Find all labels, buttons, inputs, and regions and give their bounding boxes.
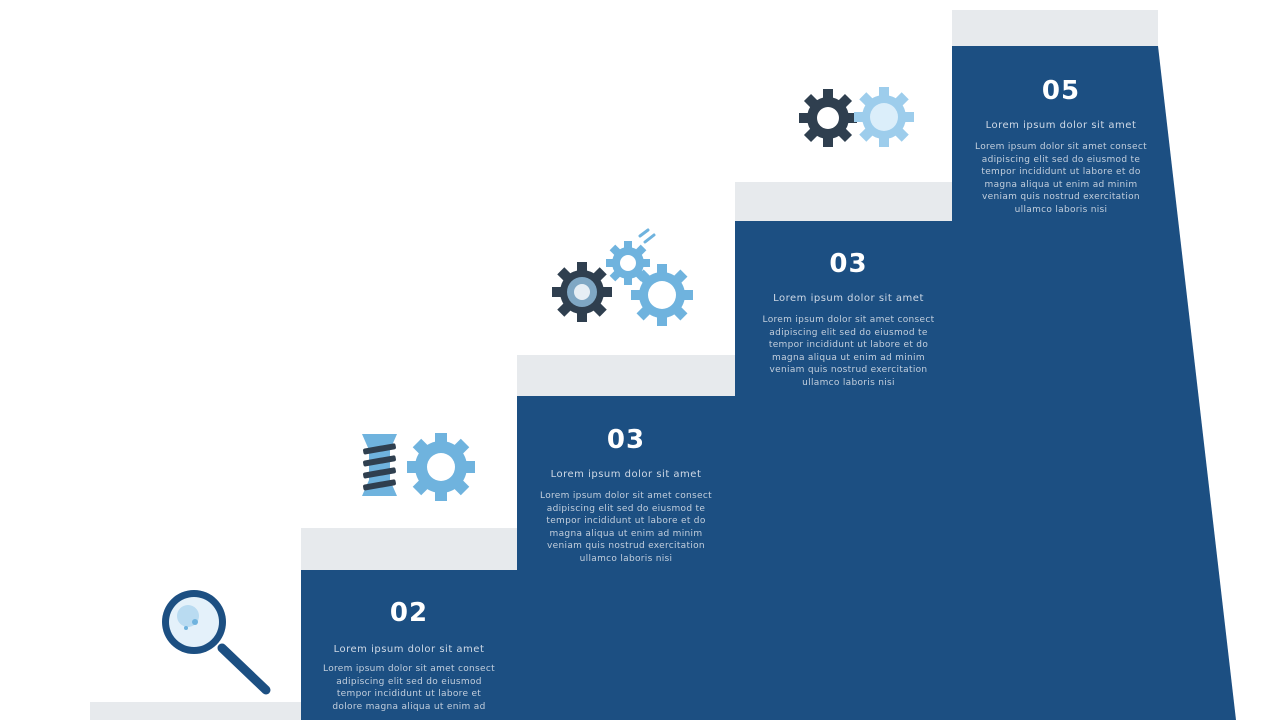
step-title: Lorem ipsum dolor sit amet <box>773 293 924 304</box>
step-body-line: ullamco laboris nisi <box>802 377 895 388</box>
step-body-line: magna aliqua ut enim ad minim <box>984 179 1138 190</box>
step-body-line: tempor incididunt ut labore et do <box>981 167 1141 177</box>
step-body-line: dolore magna aliqua ut enim ad <box>332 701 486 712</box>
step-body-line: adipiscing elit sed do eiusmod te <box>981 154 1141 165</box>
step-body-line: ullamco laboris nisi <box>1014 204 1108 215</box>
step-body-line: tempor incididunt ut labore et do <box>768 340 929 350</box>
step-block-5 <box>952 46 1236 720</box>
step-body-line: Lorem ipsum dolor sit amet consect <box>762 315 935 325</box>
step-block-2 <box>301 570 517 720</box>
magnifier-icon <box>162 590 271 695</box>
step-top-3 <box>517 355 735 396</box>
step-body: Lorem ipsum dolor sit amet consect adipi… <box>740 314 957 389</box>
step-title: Lorem ipsum dolor sit amet <box>550 469 702 480</box>
step-body-line: veniam quis nostrud exercitation <box>982 192 1140 202</box>
step-body-line: Lorem ipsum dolor sit amet consect <box>323 664 495 674</box>
step-body-line: ullamco laboris nisi <box>579 553 673 564</box>
step-3-text: 03 Lorem ipsum dolor sit amet Lorem ipsu… <box>517 425 735 565</box>
step-body-line: veniam quis nostrud exercitation <box>547 541 705 551</box>
screw-icon <box>362 434 397 496</box>
screw-gear-icon <box>362 433 475 501</box>
step-body-line: veniam quis nostrud exercitation <box>769 365 928 375</box>
step-top-2 <box>301 528 517 570</box>
step-body-line: tempor incididunt ut labore et <box>336 689 482 699</box>
step-body: Lorem ipsum dolor sit amet consect adipi… <box>301 663 517 713</box>
step-body-line: adipiscing elit sed do eiusmod te <box>769 327 928 338</box>
step-title: Lorem ipsum dolor sit amet <box>333 644 485 655</box>
step-top-4 <box>735 182 952 221</box>
step-top-5 <box>952 10 1158 46</box>
step-5-text: 05 Lorem ipsum dolor sit amet Lorem ipsu… <box>952 76 1170 216</box>
step-body-line: adipiscing elit sed do eiusmod te <box>546 503 706 514</box>
step-number: 03 <box>606 425 646 455</box>
step-number: 05 <box>1041 76 1081 106</box>
step-body-line: Lorem ipsum dolor sit amet consect <box>540 491 712 501</box>
step-body-line: magna aliqua ut enim ad minim <box>772 352 925 363</box>
step-block-3 <box>517 396 735 720</box>
step-body-line: tempor incididunt ut labore et do <box>546 516 706 526</box>
step-title: Lorem ipsum dolor sit amet <box>985 120 1137 131</box>
step-body-line: magna aliqua ut enim ad minim <box>549 528 703 539</box>
step-number: 02 <box>389 598 429 628</box>
step-body-line: adipiscing elit sed do eiusmod <box>336 676 482 687</box>
step-body: Lorem ipsum dolor sit amet consect adipi… <box>517 490 735 565</box>
gears-cluster-icon <box>552 228 693 326</box>
step-block-4 <box>735 221 952 720</box>
step-body: Lorem ipsum dolor sit amet consect adipi… <box>952 141 1170 216</box>
step-4-text: 03 Lorem ipsum dolor sit amet Lorem ipsu… <box>740 249 957 389</box>
step-top-1 <box>90 702 301 720</box>
step-body-line: Lorem ipsum dolor sit amet consect <box>975 142 1147 152</box>
gear-light-icon <box>407 433 475 501</box>
step-2-text: 02 Lorem ipsum dolor sit amet Lorem ipsu… <box>301 598 517 713</box>
step-number: 03 <box>829 249 868 279</box>
twin-gears-icon <box>799 87 914 147</box>
